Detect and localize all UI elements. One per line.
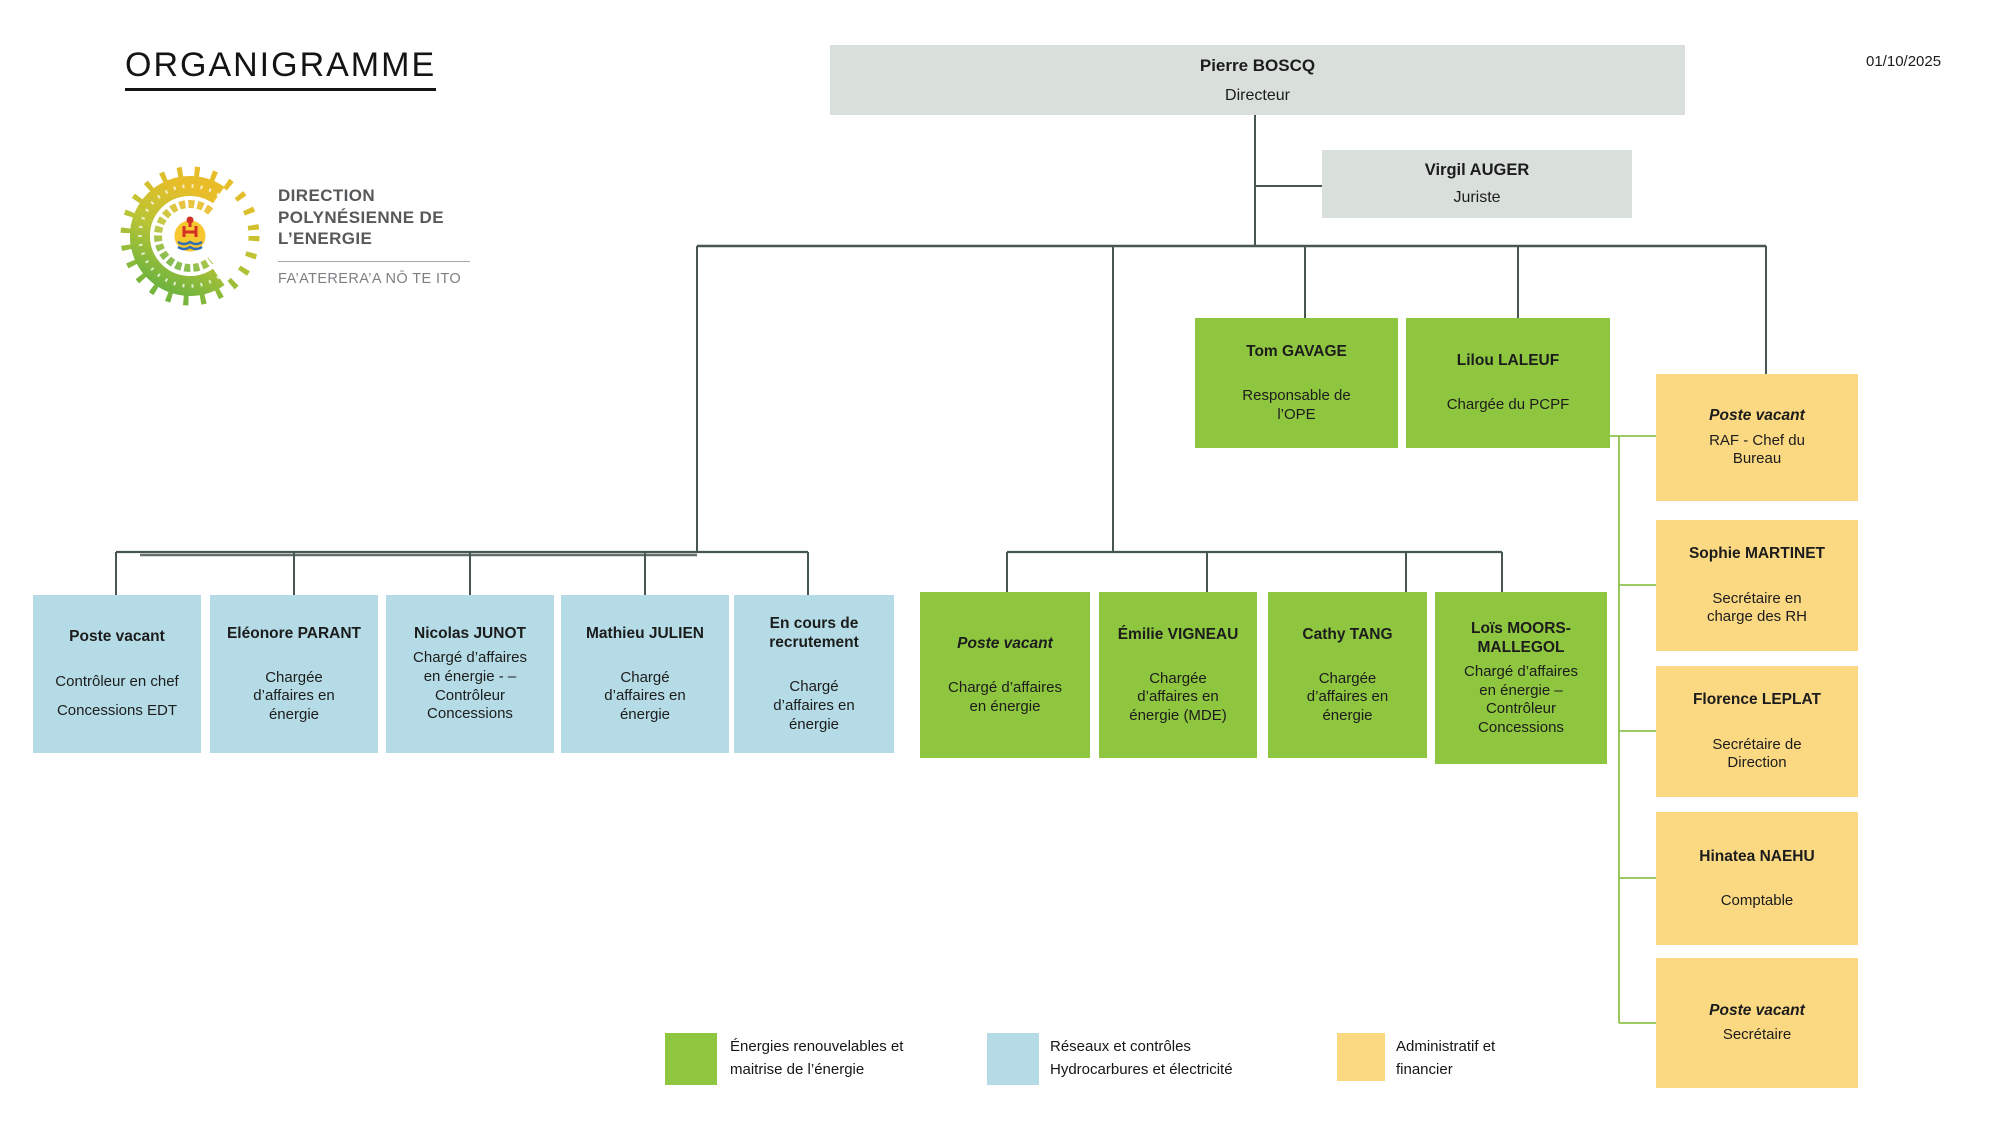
person-role: RAF - Chef du Bureau	[1709, 431, 1805, 468]
org-name-line: DIRECTION	[278, 185, 376, 205]
node-green-tang: Cathy TANG Chargée d’affaires en énergie	[1268, 592, 1427, 758]
node-green-vacant: Poste vacant Chargé d’affaires en énergi…	[920, 592, 1090, 758]
legend-label-green: Énergies renouvelables et maitrise de l’…	[730, 1038, 904, 1079]
person-role: Contrôleur en chef	[55, 672, 179, 690]
person-role: Comptable	[1720, 891, 1794, 909]
person-name: Florence LEPLAT	[1692, 691, 1822, 709]
person-name: Eléonore PARANT	[226, 624, 362, 642]
node-directeur: Pierre BOSCQ Directeur	[830, 45, 1685, 115]
person-name: Nicolas JUNOT	[414, 625, 526, 643]
org-name-line: L’ENERGIE	[278, 229, 373, 249]
dpe-logo: DIRECTION POLYNÉSIENNE DE L’ENERGIE FA’A…	[118, 138, 470, 334]
person-role: Secrétaire de Direction	[1712, 735, 1802, 772]
person-role: Directeur	[1225, 86, 1290, 104]
person-name: Virgil AUGER	[1424, 161, 1530, 180]
person-name: Poste vacant	[957, 634, 1053, 652]
node-juriste: Virgil AUGER Juriste	[1322, 150, 1632, 218]
person-name: Émilie VIGNEAU	[1117, 625, 1239, 643]
dpe-logo-text: DIRECTION POLYNÉSIENNE DE L’ENERGIE FA’A…	[278, 185, 470, 287]
legend-swatch-yellow	[1337, 1033, 1385, 1081]
org-name-line: POLYNÉSIENNE DE	[278, 207, 444, 227]
node-ope: Tom GAVAGE Responsable de l’OPE	[1195, 318, 1398, 448]
person-role: Secrétaire	[1722, 1026, 1792, 1044]
person-role: Chargé d’affaires en énergie	[948, 679, 1062, 715]
node-blue-junot: Nicolas JUNOT Chargé d’affaires en énerg…	[386, 595, 554, 753]
legend-label-yellow: Administratif et financier	[1396, 1038, 1496, 1079]
person-name: Hinatea NAEHU	[1699, 847, 1815, 865]
person-name: Cathy TANG	[1302, 625, 1393, 643]
person-role: Chargée d’affaires en énergie	[253, 668, 335, 723]
person-role: Responsable de l’OPE	[1242, 387, 1351, 423]
person-role: Chargé d’affaires en énergie – Contrôleu…	[1464, 663, 1578, 736]
person-role: Concessions EDT	[56, 702, 178, 720]
person-role: Chargé d’affaires en énergie - – Contrôl…	[413, 649, 527, 723]
node-blue-vacant: Poste vacant Contrôleur en chef Concessi…	[33, 595, 201, 753]
page-title: ORGANIGRAMME	[125, 46, 437, 91]
node-admin-leplat: Florence LEPLAT Secrétaire de Direction	[1656, 666, 1858, 797]
person-name: Poste vacant	[1709, 1002, 1805, 1020]
node-admin-martinet: Sophie MARTINET Secrétaire en charge des…	[1656, 520, 1858, 651]
node-green-moors-mallegol: Loïs MOORS- MALLEGOL Chargé d’affaires e…	[1435, 592, 1607, 764]
node-admin-naehu: Hinatea NAEHU Comptable	[1656, 812, 1858, 945]
person-name: Pierre BOSCQ	[1199, 55, 1316, 75]
polynesian-sun-icon	[120, 166, 260, 306]
person-name: Sophie MARTINET	[1688, 545, 1826, 563]
node-blue-julien: Mathieu JULIEN Chargé d’affaires en éner…	[561, 595, 729, 753]
person-role: Chargée d’affaires en énergie	[1306, 669, 1389, 724]
node-blue-parant: Eléonore PARANT Chargée d’affaires en én…	[210, 595, 378, 753]
logo-divider	[278, 261, 470, 263]
date-label: 01/10/2025	[1866, 53, 1942, 70]
person-name: Mathieu JULIEN	[586, 624, 704, 642]
person-role: Chargé d’affaires en énergie	[604, 668, 686, 723]
person-role: Juriste	[1453, 188, 1501, 206]
person-role: Chargée d’affaires en énergie (MDE)	[1129, 669, 1227, 724]
legend-swatch-green	[665, 1033, 717, 1085]
org-tagline: FA’ATERERA’A NŌ TE ITO	[278, 271, 462, 288]
person-role: Secrétaire en charge des RH	[1706, 589, 1808, 626]
legend-label-blue: Réseaux et contrôles Hydrocarbures et él…	[1050, 1038, 1233, 1079]
person-role: Chargée du PCPF	[1446, 396, 1570, 414]
node-pcpf: Lilou LALEUF Chargée du PCPF	[1406, 318, 1610, 448]
person-name: En cours de recrutement	[769, 614, 859, 652]
node-blue-recrutement: En cours de recrutement Chargé d’affaire…	[734, 595, 894, 753]
person-name: Loïs MOORS- MALLEGOL	[1471, 619, 1571, 656]
person-name: Poste vacant	[1709, 407, 1805, 425]
node-green-vigneau: Émilie VIGNEAU Chargée d’affaires en éne…	[1099, 592, 1257, 758]
person-role: Chargé d’affaires en énergie	[773, 678, 855, 733]
node-admin-secretaire-vacant: Poste vacant Secrétaire	[1656, 958, 1858, 1088]
person-name: Poste vacant	[69, 628, 165, 646]
person-name: Tom GAVAGE	[1246, 342, 1347, 360]
person-name: Lilou LALEUF	[1456, 352, 1560, 370]
legend-swatch-blue	[987, 1033, 1039, 1085]
node-admin-raf-vacant: Poste vacant RAF - Chef du Bureau	[1656, 374, 1858, 501]
